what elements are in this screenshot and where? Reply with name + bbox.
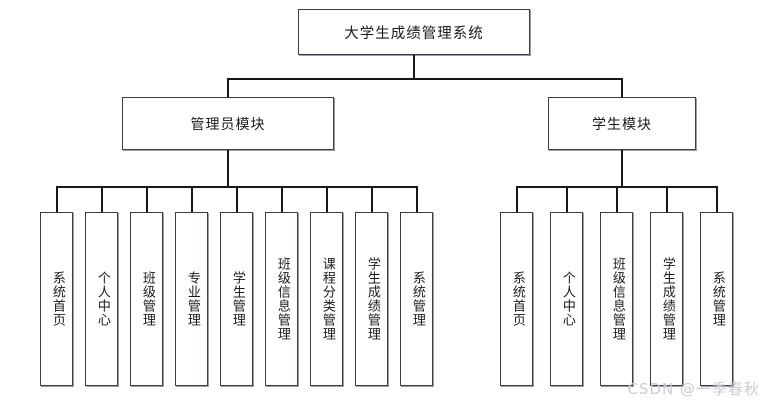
- leaf-node-label: 专业管理: [184, 271, 200, 327]
- leaf-node-admin_leaves-4[interactable]: 学生管理: [220, 212, 253, 386]
- connector-stub-student_leaves-2: [615, 186, 618, 212]
- connector-stub-admin_leaves-1: [100, 186, 103, 212]
- leaf-node-label: 学生管理: [229, 271, 245, 327]
- module-node-student[interactable]: 学生模块: [548, 97, 696, 150]
- connector-stub-admin_leaves-4: [235, 186, 238, 212]
- leaf-node-admin_leaves-8[interactable]: 系统管理: [400, 212, 433, 386]
- module-node-admin-label: 管理员模块: [190, 116, 266, 133]
- leaf-node-label: 系统管理: [709, 271, 725, 327]
- connector-stub-admin_leaves-6: [325, 186, 328, 212]
- leaf-node-label: 课程分类管理: [319, 257, 335, 341]
- connector-stub-admin_leaves-0: [55, 186, 58, 212]
- connector-drop-student_leaves: [621, 150, 623, 188]
- connector-stub-admin_leaves-7: [370, 186, 373, 212]
- connector-level1-bus: [228, 78, 622, 80]
- module-node-student-label: 学生模块: [592, 116, 652, 133]
- connector-root-drop: [413, 55, 415, 78]
- connector-stub-admin_leaves-8: [415, 186, 418, 212]
- connector-stub-admin_leaves-2: [145, 186, 148, 212]
- connector-stub-student_leaves-4: [715, 186, 718, 212]
- leaf-node-label: 个人中心: [94, 271, 110, 327]
- connector-stub-admin_leaves-5: [280, 186, 283, 212]
- leaf-node-label: 班级管理: [139, 271, 155, 327]
- leaf-node-student_leaves-0[interactable]: 系统首页: [500, 212, 533, 386]
- leaf-node-admin_leaves-6[interactable]: 课程分类管理: [310, 212, 343, 386]
- leaf-node-student_leaves-2[interactable]: 班级信息管理: [600, 212, 633, 386]
- leaf-node-label: 学生成绩管理: [364, 257, 380, 341]
- leaf-node-admin_leaves-7[interactable]: 学生成绩管理: [355, 212, 388, 386]
- leaf-node-student_leaves-1[interactable]: 个人中心: [550, 212, 583, 386]
- leaf-node-label: 系统首页: [49, 271, 65, 327]
- leaf-node-admin_leaves-0[interactable]: 系统首页: [40, 212, 73, 386]
- leaf-node-label: 班级信息管理: [274, 257, 290, 341]
- watermark: CSDN @一季春秋: [627, 380, 760, 398]
- connector-drop-admin_leaves: [227, 150, 229, 188]
- leaf-node-student_leaves-3[interactable]: 学生成绩管理: [650, 212, 683, 386]
- leaf-node-label: 个人中心: [559, 271, 575, 327]
- connector-stub-student_leaves-0: [515, 186, 518, 212]
- root-node-system[interactable]: 大学生成绩管理系统: [298, 9, 530, 55]
- leaf-node-label: 学生成绩管理: [659, 257, 675, 341]
- leaf-node-label: 系统管理: [409, 271, 425, 327]
- connector-stub-admin_leaves-3: [190, 186, 193, 212]
- connector-student-riser: [621, 78, 623, 97]
- connector-stub-student_leaves-1: [565, 186, 568, 212]
- module-node-admin[interactable]: 管理员模块: [122, 97, 334, 150]
- connector-bus-student_leaves: [515, 186, 718, 188]
- leaf-node-label: 系统首页: [509, 271, 525, 327]
- leaf-node-admin_leaves-1[interactable]: 个人中心: [85, 212, 118, 386]
- leaf-node-label: 班级信息管理: [609, 257, 625, 341]
- connector-bus-admin_leaves: [55, 186, 418, 188]
- leaf-node-admin_leaves-2[interactable]: 班级管理: [130, 212, 163, 386]
- leaf-node-student_leaves-4[interactable]: 系统管理: [700, 212, 733, 386]
- leaf-node-admin_leaves-5[interactable]: 班级信息管理: [265, 212, 298, 386]
- connector-stub-student_leaves-3: [665, 186, 668, 212]
- connector-admin-riser: [227, 78, 229, 97]
- leaf-node-admin_leaves-3[interactable]: 专业管理: [175, 212, 208, 386]
- root-node-label: 大学生成绩管理系统: [344, 25, 484, 42]
